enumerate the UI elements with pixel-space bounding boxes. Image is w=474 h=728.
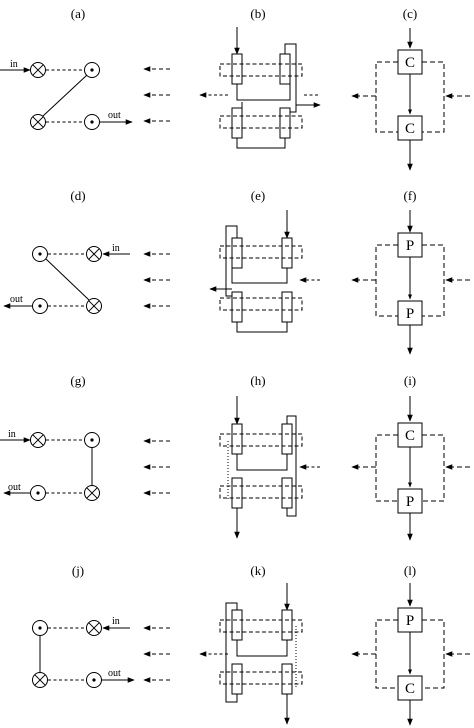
schematic-i (351, 396, 470, 541)
schematic-b (199, 27, 321, 149)
panel-label-b: (b) (250, 6, 265, 21)
cross-node-icon (32, 672, 48, 688)
cross-node-icon (30, 114, 46, 130)
cross-node-icon (86, 298, 102, 314)
schematic-a (0, 67, 133, 125)
dot-node-icon (32, 298, 48, 314)
dot-node-icon (30, 485, 46, 501)
incident-arrows-h (143, 438, 170, 496)
block-l-bottom: C (405, 681, 415, 697)
port-out-label: out (108, 668, 121, 679)
schematic-e (209, 210, 320, 333)
schematic-h (219, 396, 320, 539)
panel-label-j: (j) (72, 563, 84, 578)
schematic-g (0, 437, 93, 496)
port-in-label: in (8, 429, 16, 440)
schematic-l (351, 583, 470, 726)
block-i-bottom: P (406, 494, 414, 510)
schematic-k (199, 583, 303, 725)
panel-label-e: (e) (251, 188, 265, 203)
incident-arrows-b (143, 66, 170, 124)
port-in-label: in (112, 616, 120, 627)
port-out-label: out (108, 110, 121, 121)
block-c-bottom: C (405, 121, 415, 137)
block-c-top: C (405, 55, 415, 71)
port-in-label: in (10, 59, 18, 70)
panel-label-k: (k) (250, 563, 265, 578)
dot-node-icon (84, 114, 100, 130)
dot-node-icon (32, 246, 48, 262)
panel-label-d: (d) (70, 188, 85, 203)
dot-node-icon (32, 620, 48, 636)
block-i-top: C (405, 428, 415, 444)
block-l-top: P (406, 613, 414, 629)
cross-node-icon (30, 432, 46, 448)
cross-node-icon (86, 620, 102, 636)
panel-label-g: (g) (70, 373, 85, 388)
cross-node-icon (86, 246, 102, 262)
panel-label-l: (l) (404, 563, 416, 578)
block-f-bottom: P (406, 306, 414, 322)
cross-node-icon (84, 485, 100, 501)
panel-label-a: (a) (71, 6, 85, 21)
port-out-label: out (10, 294, 23, 305)
port-in-label: in (112, 243, 120, 254)
dot-node-icon (86, 672, 102, 688)
schematic-d (3, 251, 130, 309)
schematic-c (351, 28, 470, 171)
schematic-f (351, 210, 470, 355)
cross-node-icon (30, 62, 46, 78)
panel-label-i: (i) (404, 373, 416, 388)
block-f-top: P (406, 238, 414, 254)
panel-label-h: (h) (250, 373, 265, 388)
panel-label-c: (c) (403, 6, 417, 21)
incident-arrows-k (143, 625, 170, 683)
dot-node-icon (84, 62, 100, 78)
incident-arrows-e (143, 251, 170, 309)
dot-node-icon (84, 432, 100, 448)
panel-label-f: (f) (404, 188, 417, 203)
port-out-label: out (8, 482, 21, 493)
schematic-j (39, 625, 135, 683)
